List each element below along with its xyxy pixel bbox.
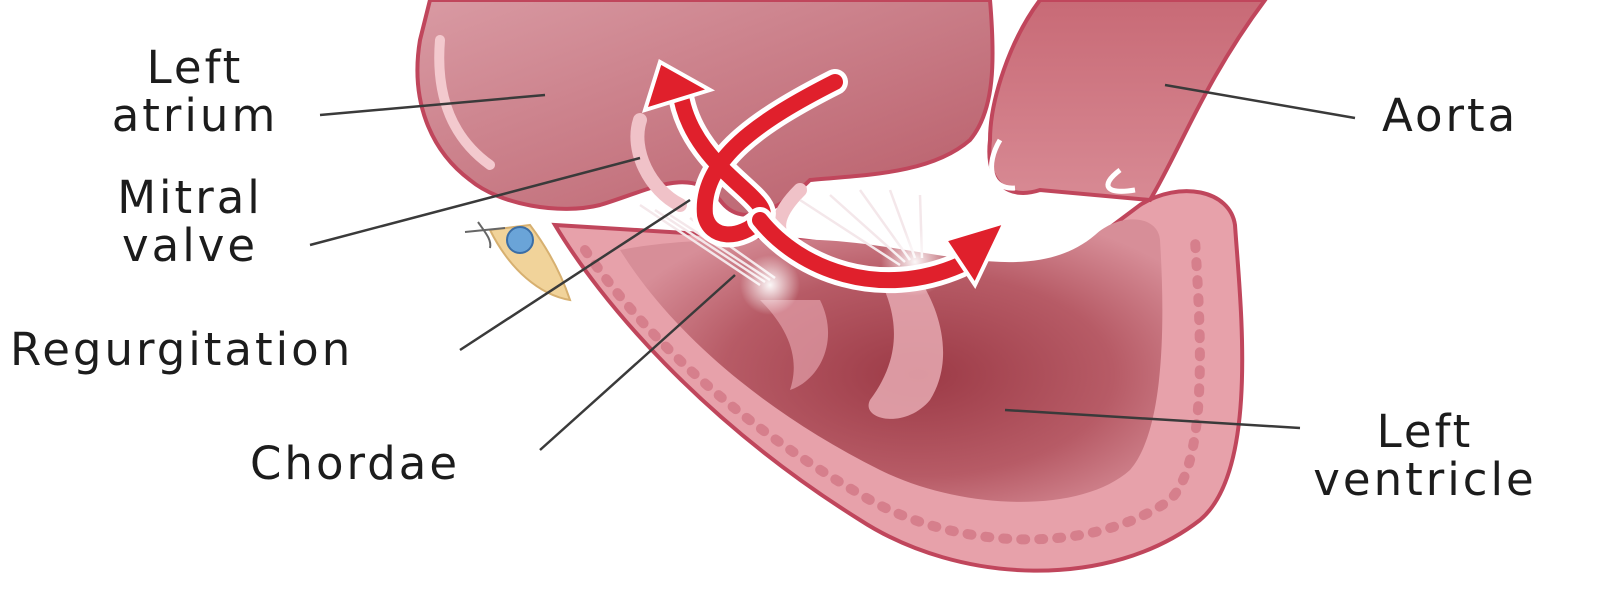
aorta-vessel [989, 0, 1265, 200]
label-chordae: Chordae [250, 440, 460, 488]
label-left-ventricle-line1: Left [1305, 408, 1545, 456]
label-left-atrium-line1: Left [75, 44, 315, 92]
label-left-atrium: Left atrium [75, 44, 315, 140]
label-mitral-valve-line2: valve [75, 222, 305, 270]
label-left-atrium-line2: atrium [75, 92, 315, 140]
label-mitral-valve-line1: Mitral [75, 174, 305, 222]
label-mitral-valve: Mitral valve [75, 174, 305, 270]
label-regurgitation: Regurgitation [10, 326, 353, 374]
label-aorta: Aorta [1382, 92, 1518, 140]
surgical-clip-icon [507, 227, 533, 253]
label-left-ventricle: Left ventricle [1305, 408, 1545, 504]
label-left-ventricle-line2: ventricle [1305, 456, 1545, 504]
